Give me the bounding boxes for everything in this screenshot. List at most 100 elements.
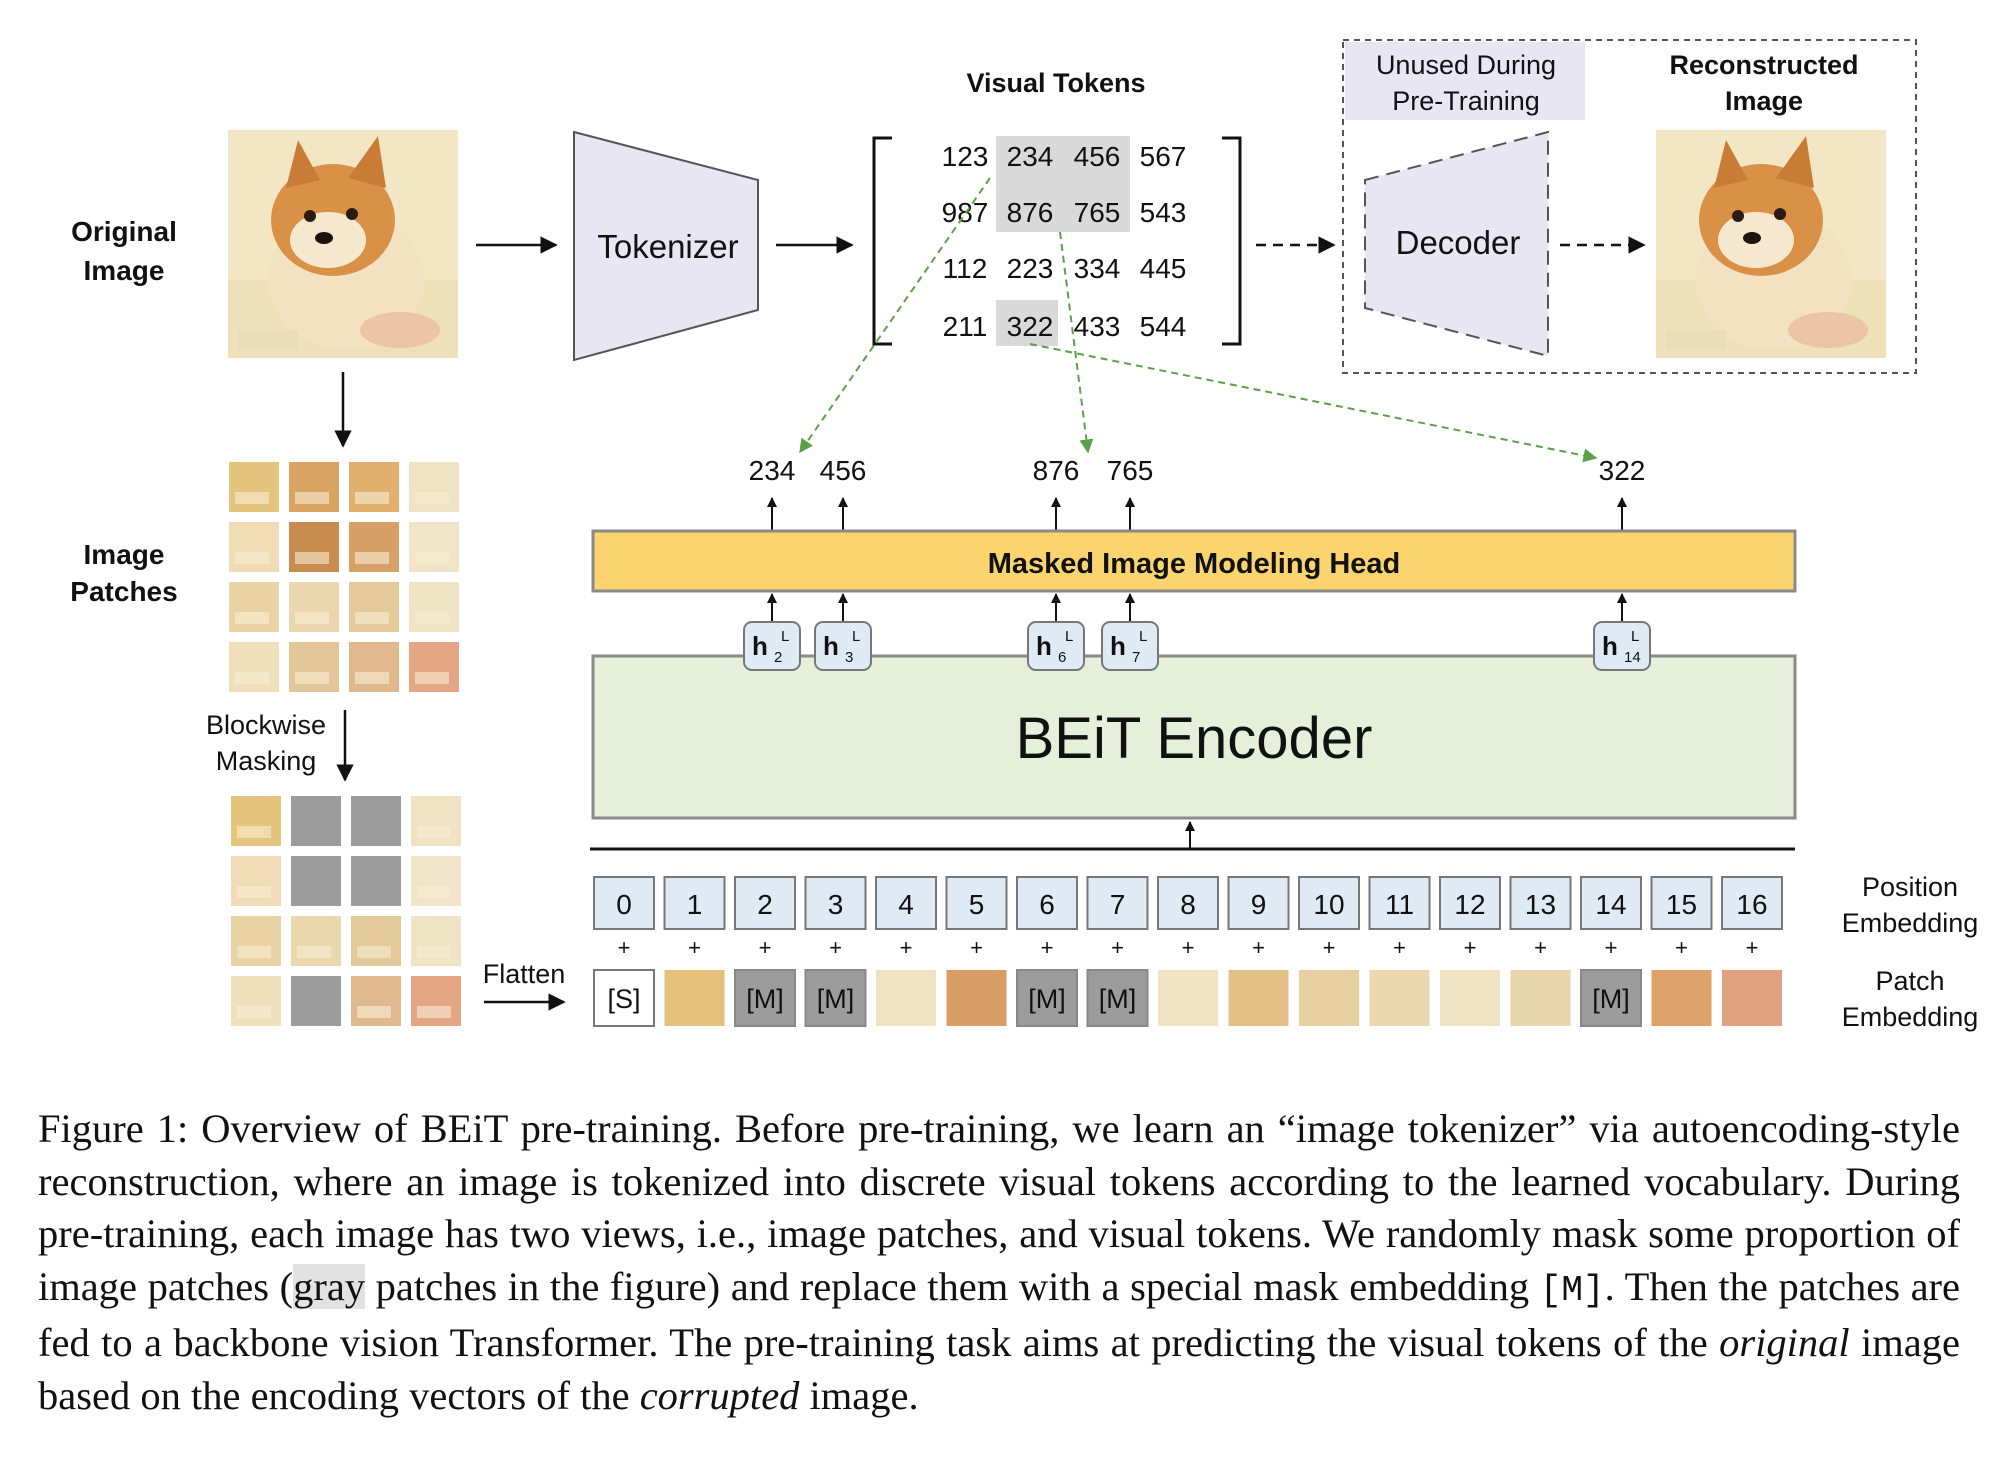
unused-label-2: Pre-Training [1392, 86, 1540, 116]
image-patch-detail [295, 552, 329, 564]
visual-token: 544 [1140, 311, 1187, 342]
hidden-state-symbol: h [1602, 631, 1618, 661]
patch-embedding-box [1158, 970, 1218, 1026]
predicted-token: 765 [1107, 455, 1154, 486]
image-patch-detail [355, 492, 389, 504]
plus-sign: + [970, 935, 983, 960]
plus-sign: + [1111, 935, 1124, 960]
image-patch [229, 642, 279, 692]
position-embedding-box [1298, 876, 1360, 930]
visual-token: 223 [1007, 253, 1054, 284]
image-patch [349, 642, 399, 692]
original-image [228, 130, 458, 358]
masked-patch [291, 916, 341, 966]
image-patch-detail [355, 552, 389, 564]
hidden-state-symbol: h [1036, 631, 1052, 661]
masked-patch [411, 796, 461, 846]
hidden-state-sub: 7 [1132, 649, 1140, 666]
patch-embedding-row: [S][M][M][M][M][M] [593, 969, 1782, 1027]
mim-head [591, 529, 1797, 593]
flatten-label: Flatten [483, 959, 566, 989]
visual-token: 112 [943, 253, 988, 284]
masked-patch [231, 916, 281, 966]
image-patch-detail [235, 612, 269, 624]
image-patch-detail [295, 612, 329, 624]
patch-embedding-box [1299, 970, 1359, 1026]
position-embedding-index: 4 [898, 889, 914, 920]
position-embedding-label-2: Embedding [1842, 908, 1979, 938]
blockwise-masking-label-1: Blockwise [206, 710, 326, 740]
patch-embedding-label-1: Patch [1875, 966, 1944, 996]
hidden-state-sup: L [781, 628, 789, 645]
caption-part-4: image based on the encoding vectors of t… [38, 1320, 1960, 1418]
hidden-state-box [1593, 621, 1651, 671]
plus-sign: + [1041, 935, 1054, 960]
position-embedding-box [1650, 876, 1713, 930]
masked-patch [411, 856, 461, 906]
original-image-label-2: Image [84, 255, 165, 286]
plus-sign: + [829, 935, 842, 960]
position-embedding-box [1509, 876, 1572, 930]
patch-embedding-token: [S] [607, 984, 640, 1014]
visual-token: 456 [1074, 141, 1121, 172]
masked-patch-detail [417, 826, 451, 838]
image-patch-detail [235, 492, 269, 504]
unused-region [1342, 39, 1917, 374]
tokenizer-shape [573, 130, 759, 362]
image-patch-detail [415, 492, 449, 504]
image-patch [289, 462, 339, 512]
patch-embedding-box [946, 970, 1007, 1026]
visual-token: 876 [1007, 197, 1054, 228]
masked-patch [351, 796, 401, 846]
masked-patch [231, 856, 281, 906]
image-patch [409, 642, 459, 692]
plus-sign: + [1675, 935, 1688, 960]
masked-patch-detail [297, 946, 331, 958]
patch-embedding-label-2: Embedding [1842, 1002, 1979, 1032]
patch-embedding-box [1440, 970, 1500, 1026]
masked-patch [291, 976, 341, 1026]
position-embedding-box [663, 876, 726, 930]
masked-patch [411, 976, 461, 1026]
green-arrow-234 [799, 177, 991, 454]
figure-caption: Figure 1: Overview of BEiT pre-training.… [38, 1103, 1960, 1422]
position-embedding-index: 15 [1666, 889, 1697, 920]
patch-embedding-box [1722, 970, 1782, 1026]
image-patch [289, 582, 339, 632]
position-embedding-box [945, 876, 1008, 930]
image-patch [229, 582, 279, 632]
masked-patch [351, 856, 401, 906]
position-embedding-box [1580, 876, 1642, 930]
plus-sign: + [1323, 935, 1336, 960]
patch-embedding-token: [M] [1028, 984, 1066, 1014]
patch-embedding-box [1369, 970, 1430, 1026]
image-patch-detail [295, 672, 329, 684]
plus-row: +++++++++++++++++ [618, 935, 1759, 960]
green-arrow-322 [1029, 343, 1598, 463]
masked-patch [231, 976, 281, 1026]
position-embedding-box [1368, 876, 1431, 930]
position-embedding-index: 3 [828, 889, 844, 920]
position-embedding-box [1439, 876, 1501, 930]
patch-embedding-box [593, 969, 655, 1027]
hidden-state-sub: 6 [1058, 649, 1066, 666]
patch-embedding-box [1651, 970, 1712, 1026]
bracket-right [1222, 136, 1242, 346]
image-patch-detail [235, 552, 269, 564]
predicted-token: 322 [1599, 455, 1646, 486]
visual-token: 543 [1140, 197, 1187, 228]
masked-patch [291, 796, 341, 846]
masked-patch-detail [237, 826, 271, 838]
patch-embedding-box [1016, 969, 1078, 1027]
patch-embedding-box [1510, 970, 1571, 1026]
tokenizer-label: Tokenizer [597, 228, 738, 265]
caption-part-3: . Then the patches are fed to a backbone… [38, 1263, 1961, 1366]
position-embedding-index: 0 [616, 889, 632, 920]
token-target-arrows [799, 177, 1598, 463]
masked-patch-detail [357, 1006, 391, 1018]
visual-token: 433 [1074, 311, 1121, 342]
beit-encoder [591, 654, 1797, 820]
image-patch [409, 522, 459, 572]
